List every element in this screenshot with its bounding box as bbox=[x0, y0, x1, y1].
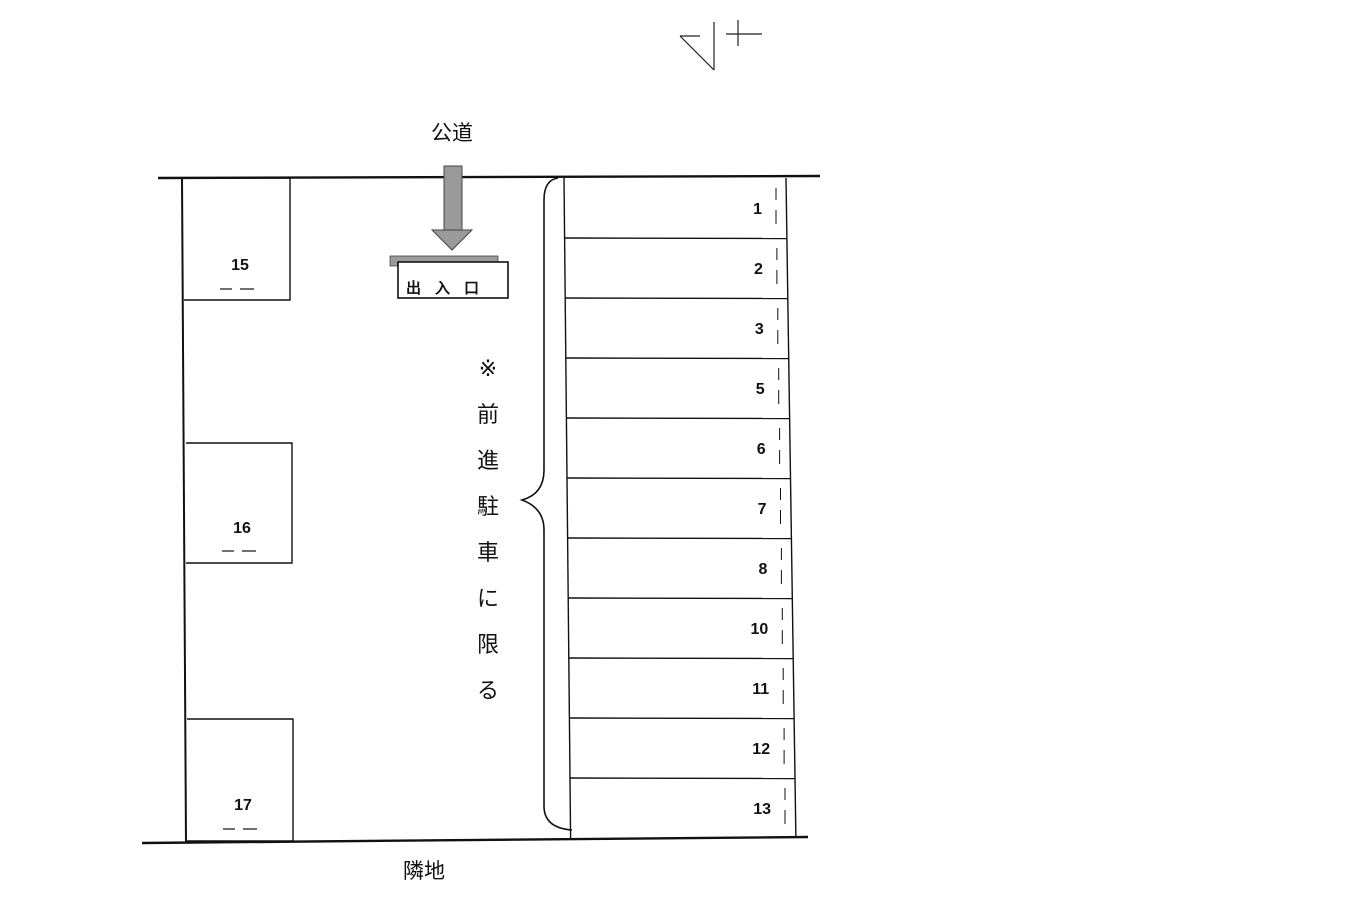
parking-space: 17 bbox=[187, 718, 294, 842]
note-char: 限 bbox=[477, 633, 499, 658]
parking-space: 12 bbox=[568, 717, 796, 780]
parking-space-number: 11 bbox=[752, 681, 769, 698]
note-char: 駐 bbox=[477, 495, 499, 520]
note-brace bbox=[519, 177, 573, 831]
note-char: 前 bbox=[477, 403, 499, 428]
entrance-label: 出入口 bbox=[406, 279, 493, 297]
parking-space: 10 bbox=[567, 597, 794, 660]
parking-space: 2 bbox=[563, 237, 789, 300]
parking-space: 1 bbox=[563, 177, 788, 240]
parking-space: 5 bbox=[565, 357, 791, 420]
parking-space: 13 bbox=[569, 777, 797, 839]
note-char: に bbox=[477, 587, 499, 612]
parking-space-number: 13 bbox=[753, 801, 771, 818]
parking-space-number: 12 bbox=[752, 741, 770, 758]
parking-space-number: 1 bbox=[753, 201, 762, 218]
parking-space-number: 16 bbox=[233, 520, 251, 537]
parking-space-number: 2 bbox=[754, 261, 763, 278]
entrance-arrow-icon bbox=[430, 165, 474, 251]
left-parking-spaces: 15 16 17 bbox=[184, 177, 294, 842]
parking-space: 7 bbox=[566, 477, 793, 540]
parking-space-number: 8 bbox=[758, 561, 767, 578]
parking-space-number: 5 bbox=[756, 381, 765, 398]
note-char: 進 bbox=[477, 449, 499, 474]
parking-space-number: 15 bbox=[231, 257, 249, 274]
note-char: 車 bbox=[477, 541, 499, 566]
entrance-sign: 出入口 bbox=[389, 255, 509, 299]
parking-space: 15 bbox=[184, 177, 291, 301]
parking-space-number: 3 bbox=[755, 321, 764, 338]
road-bottom-line bbox=[141, 835, 809, 845]
road-bottom-label: 隣地 bbox=[403, 859, 445, 883]
parking-space: 6 bbox=[565, 417, 792, 480]
parking-space: 16 bbox=[186, 442, 293, 564]
parking-space-number: 17 bbox=[234, 797, 252, 814]
parking-space-number: 7 bbox=[758, 501, 767, 518]
parking-space: 8 bbox=[566, 537, 793, 600]
parking-space-number: 10 bbox=[751, 621, 769, 638]
parking-space-number: 6 bbox=[757, 441, 766, 458]
note-char: ※ bbox=[479, 357, 497, 382]
parking-space: 3 bbox=[564, 297, 790, 360]
north-mark-icon bbox=[679, 20, 762, 71]
road-top-label: 公道 bbox=[431, 121, 473, 145]
note-char: る bbox=[477, 679, 499, 704]
lot-left-boundary bbox=[181, 177, 187, 844]
parking-space: 11 bbox=[568, 657, 795, 720]
